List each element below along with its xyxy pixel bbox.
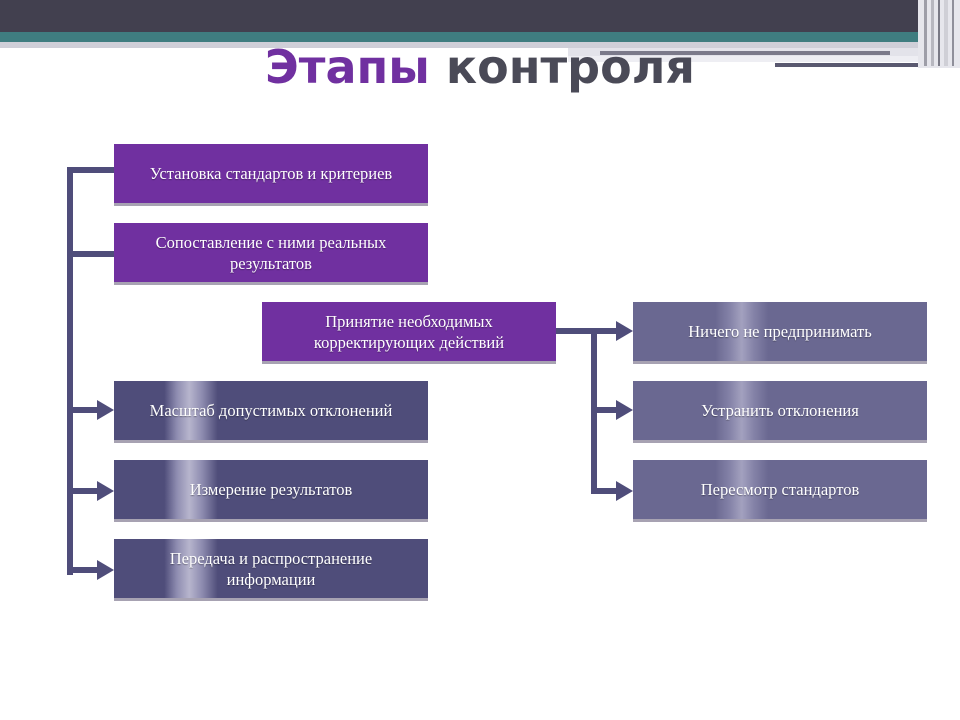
stage-label-4: Измерение результатов: [189, 480, 353, 499]
option-label-2: Устранить отклонения: [701, 401, 859, 420]
stage-label-5: Передача и распространение информации: [169, 548, 373, 589]
option-box-3: Пересмотр стандартов: [633, 460, 927, 522]
top-banner: [0, 0, 960, 68]
option-box-1: Ничего не предпринимать: [633, 302, 927, 364]
option-label-1: Ничего не предпринимать: [688, 322, 872, 341]
stage-label-2: Сопоставление с ними реальных результато…: [155, 232, 387, 273]
stage-box-4: Измерение результатов: [114, 460, 428, 522]
slide-title: Этапы контроля: [0, 38, 960, 96]
arrow-to-stage-4-icon: [97, 481, 114, 501]
arrow-to-stage-5-icon: [97, 560, 114, 580]
stage-label-3: Масштаб допустимых отклонений: [149, 401, 393, 420]
stage-label-1: Установка стандартов и критериев: [149, 164, 393, 183]
title-word-1: Этапы: [265, 40, 430, 94]
arrow-to-option-3-icon: [616, 481, 633, 501]
arrow-to-stage-3-icon: [97, 400, 114, 420]
stage-box-5: Передача и распространение информации: [114, 539, 428, 601]
stage-box-3: Масштаб допустимых отклонений: [114, 381, 428, 443]
arrow-to-option-2-icon: [616, 400, 633, 420]
corrective-action-box: Принятие необходимых корректирующих дейс…: [262, 302, 556, 364]
stage-box-1: Установка стандартов и критериев: [114, 144, 428, 206]
option-box-2: Устранить отклонения: [633, 381, 927, 443]
title-word-2: контроля: [445, 40, 695, 94]
arrow-to-option-1-icon: [616, 321, 633, 341]
stage-box-2: Сопоставление с ними реальных результато…: [114, 223, 428, 285]
corrective-action-label: Принятие необходимых корректирующих дейс…: [313, 311, 505, 352]
option-label-3: Пересмотр стандартов: [700, 480, 860, 499]
